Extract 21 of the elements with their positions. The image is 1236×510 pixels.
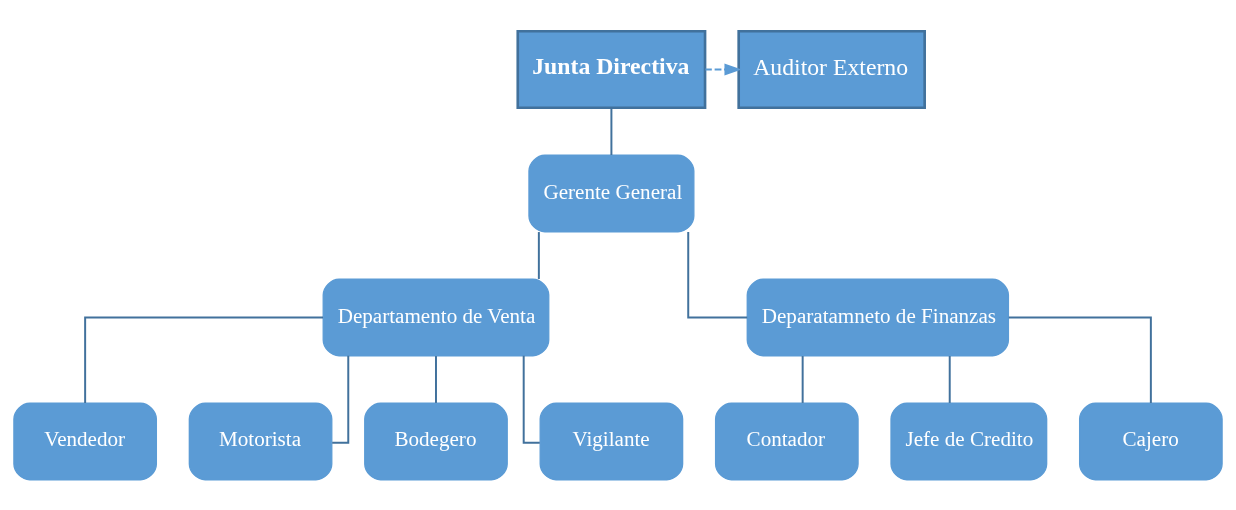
node-box: Jefe de Credito [890,402,1048,480]
connector [84,316,325,404]
connector [801,354,804,404]
node-box: Gerente General [528,154,695,232]
node-box: Bodegero [364,402,508,480]
arrow [704,63,742,76]
node-box: Departamento de Venta [322,278,550,356]
connector [687,230,749,318]
node-box: Cajero [1079,402,1223,480]
node-box: Junta Directiva [516,29,707,109]
node-box: Auditor Externo [737,29,926,109]
connector [435,354,437,404]
connector [948,354,951,404]
node-box: Motorista [188,402,333,480]
node-box: Deparatamneto de Finanzas [746,278,1010,356]
node-box: Vigilante [539,402,684,480]
connector [537,230,540,280]
connector [1007,316,1152,404]
connector [610,106,613,156]
node-box: Contador [714,402,859,480]
node-box: Vendedor [13,402,157,480]
